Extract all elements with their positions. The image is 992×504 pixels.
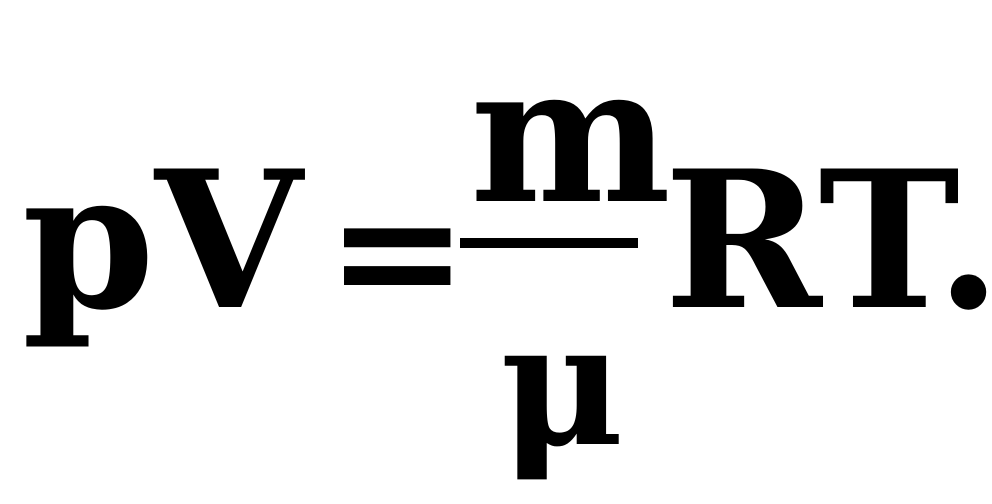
- equals-sign: =: [326, 151, 469, 351]
- equation-rhs: RT.: [664, 129, 992, 352]
- fraction-numerator: m: [470, 23, 672, 246]
- equation-lhs: pV: [22, 129, 303, 352]
- fraction-denominator: μ: [500, 285, 625, 485]
- fraction-bar: [460, 238, 638, 248]
